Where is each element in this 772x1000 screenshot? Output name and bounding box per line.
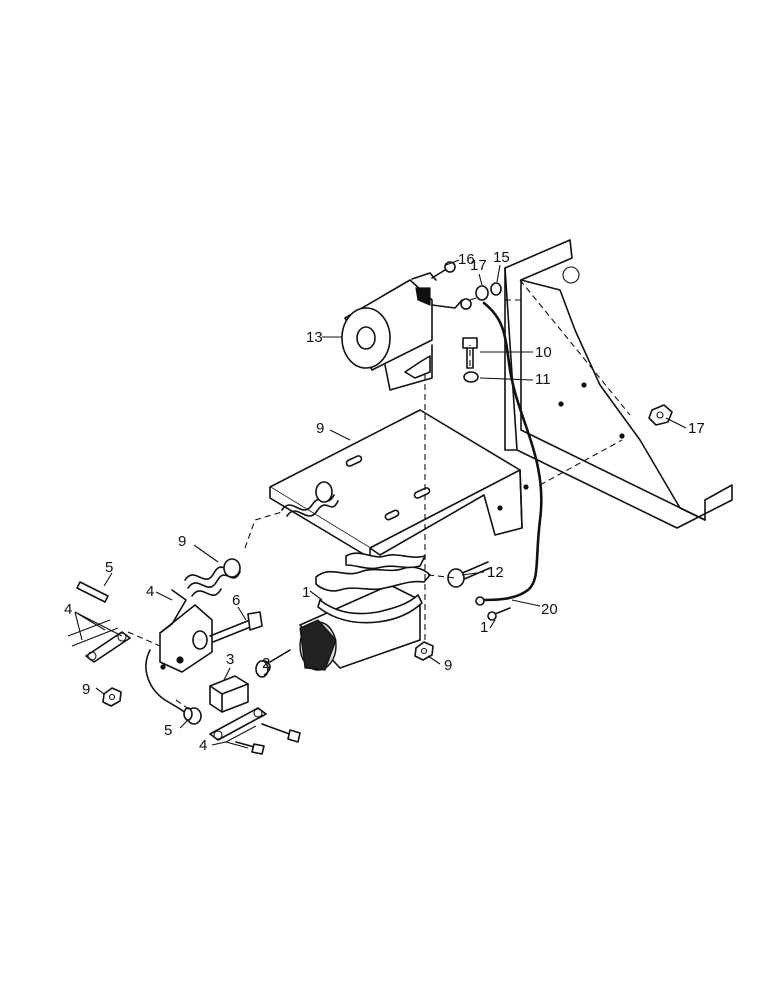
block-3 [209, 675, 249, 713]
callout-7: 5 [105, 559, 113, 576]
callout-18: 15 [493, 249, 510, 266]
callout-14: 12 [487, 564, 504, 581]
callout-10: 9 [178, 533, 186, 550]
callout-8: 6 [232, 592, 240, 609]
cable-20 [482, 301, 543, 602]
washer-2 [255, 660, 269, 678]
clamp-straps [315, 552, 431, 624]
callout-20: 20 [541, 601, 558, 618]
callout-5b: 5 [164, 722, 172, 739]
callout-6: 4 [146, 583, 154, 600]
callout-labels: 16 14 15 13 10 11 17 9 9 5 4 6 1 12 1 20… [64, 249, 705, 754]
bolt-8 [209, 611, 263, 643]
frame-plate [504, 239, 733, 529]
callout-11: 9 [316, 420, 324, 437]
pin-7 [76, 581, 109, 603]
nut-15 [648, 404, 673, 426]
callout-3: 3 [226, 651, 234, 668]
spacer-5 [183, 707, 202, 725]
callout-12: 10 [535, 344, 552, 361]
callout-4-lower: 4 [199, 737, 207, 754]
callout-19: 16 [458, 251, 475, 268]
callout-1-main: 1 [302, 584, 310, 601]
callout-2: 2 [262, 655, 270, 672]
callout-15: 17 [688, 420, 705, 437]
centerlines [127, 279, 631, 711]
callout-9b: 9 [444, 657, 452, 674]
solenoid-1 [257, 584, 421, 674]
callout-1-screw: 1 [480, 619, 488, 636]
callout-17b: 17 [470, 257, 487, 274]
bolt-12-washer-13 [462, 337, 479, 383]
callout-16: 13 [306, 329, 323, 346]
callout-9-left: 9 [82, 681, 90, 698]
screw-1 [487, 607, 511, 621]
spring-10 [184, 558, 241, 597]
nut-9-left [102, 687, 122, 707]
mounting-bracket-11 [269, 409, 523, 559]
link-plate-4-upper [67, 619, 131, 663]
spring-upper [281, 481, 339, 517]
nut-9-right [414, 641, 434, 661]
lever-6 [145, 589, 213, 721]
leader-lines [74, 259, 687, 749]
callout-13: 11 [535, 371, 551, 388]
solenoid-16 [341, 272, 472, 391]
callout-4-upper: 4 [64, 601, 72, 618]
bolt-14 [447, 561, 491, 588]
link-plate-4-lower [209, 707, 301, 755]
